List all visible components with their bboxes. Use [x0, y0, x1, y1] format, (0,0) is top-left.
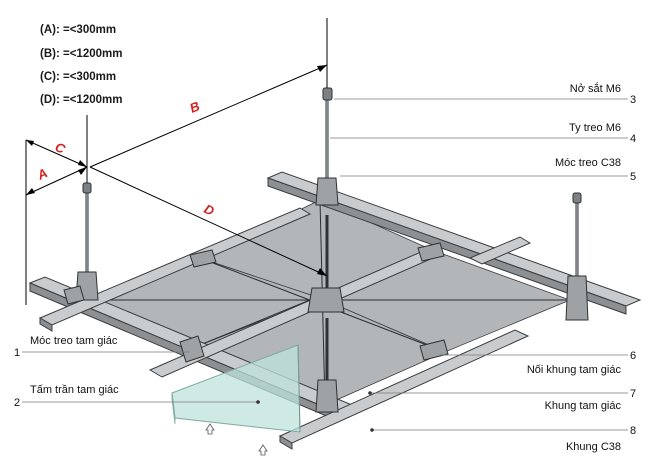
dim-a-arrow-left	[26, 188, 35, 195]
callouts-left: 1 Móc treo tam giác 2 Tấm trần tam giác	[14, 335, 119, 409]
callout-num-2: 2	[14, 397, 20, 409]
dim-a-line	[25, 166, 88, 196]
dim-d-arrow	[317, 268, 327, 276]
callout-label-5: Móc treo C38	[555, 157, 621, 169]
triangle-frame-rails	[38, 207, 532, 450]
hanger-rods	[85, 95, 579, 388]
spec-list: (A): =<300mm (B): =<1200mm (C): =<300mm …	[40, 24, 122, 106]
leader-2-dot	[256, 400, 260, 404]
dimension-letters: B C A D	[34, 98, 217, 219]
hook-right	[565, 275, 589, 321]
callout-leaders	[22, 98, 628, 432]
callout-label-6: Nối khung tam giác	[527, 364, 622, 376]
connector-far-left	[63, 285, 85, 305]
glass-panel	[171, 344, 301, 433]
callout-num-7: 7	[630, 388, 636, 400]
leader-7-dot	[368, 391, 372, 395]
callouts-right: Nở sắt M6 3 Ty treo M6 4 Móc treo C38 5 …	[527, 82, 636, 453]
callout-num-6: 6	[630, 350, 636, 362]
callout-label-7: Khung tam giác	[545, 400, 622, 412]
dimension-lines	[25, 18, 328, 305]
glass-edge-right	[297, 344, 301, 433]
callout-num-4: 4	[630, 133, 636, 145]
dim-a-arrow-right	[78, 167, 87, 175]
callout-label-8: Khung C38	[566, 441, 621, 453]
anchor-center	[322, 87, 333, 101]
dim-letter-a: A	[34, 165, 50, 183]
arrow-up-icon	[205, 423, 215, 435]
dim-letter-d: D	[202, 201, 217, 219]
frame-rail-1-end	[39, 317, 53, 332]
callout-num-1: 1	[14, 347, 20, 359]
callout-label-4: Ty treo M6	[569, 122, 621, 134]
anchors	[82, 87, 582, 204]
spec-d: (D): =<1200mm	[40, 94, 122, 106]
dim-c-arrow-right	[78, 160, 87, 167]
spec-b: (B): =<1200mm	[40, 48, 122, 60]
hook-triangle	[179, 335, 205, 363]
rail-c38-back-side	[267, 177, 627, 315]
leader-8-dot	[370, 428, 374, 432]
connector-left	[189, 249, 217, 268]
dim-letter-c: C	[53, 139, 68, 157]
anchor-right	[572, 192, 582, 204]
callout-num-8: 8	[630, 425, 636, 437]
spec-c: (C): =<300mm	[40, 71, 116, 83]
dim-b-arrow	[317, 65, 327, 72]
hooks	[63, 177, 589, 413]
hook-front	[315, 379, 339, 413]
callout-num-5: 5	[630, 171, 636, 183]
dim-b-line	[89, 64, 328, 168]
dim-c-arrow-left	[26, 140, 34, 146]
junction-center	[307, 287, 345, 313]
spec-a: (A): =<300mm	[40, 24, 116, 36]
hook-c38-center	[315, 177, 339, 206]
callout-num-3: 3	[630, 94, 636, 106]
callout-label-1: Móc treo tam giác	[30, 335, 118, 347]
arrow-up-icon	[258, 444, 268, 456]
dim-d-line	[89, 166, 328, 277]
callout-label-3: Nở sắt M6	[570, 82, 621, 95]
frame-rail-4	[468, 236, 532, 265]
anchor-left	[82, 182, 92, 194]
callout-label-2: Tấm trần tam giác	[30, 384, 119, 396]
frame-rail-3-end	[279, 435, 293, 450]
dim-c-line	[25, 139, 88, 168]
dim-letter-b: B	[188, 98, 202, 115]
connector-right	[417, 242, 445, 262]
glass-edge	[171, 392, 176, 425]
